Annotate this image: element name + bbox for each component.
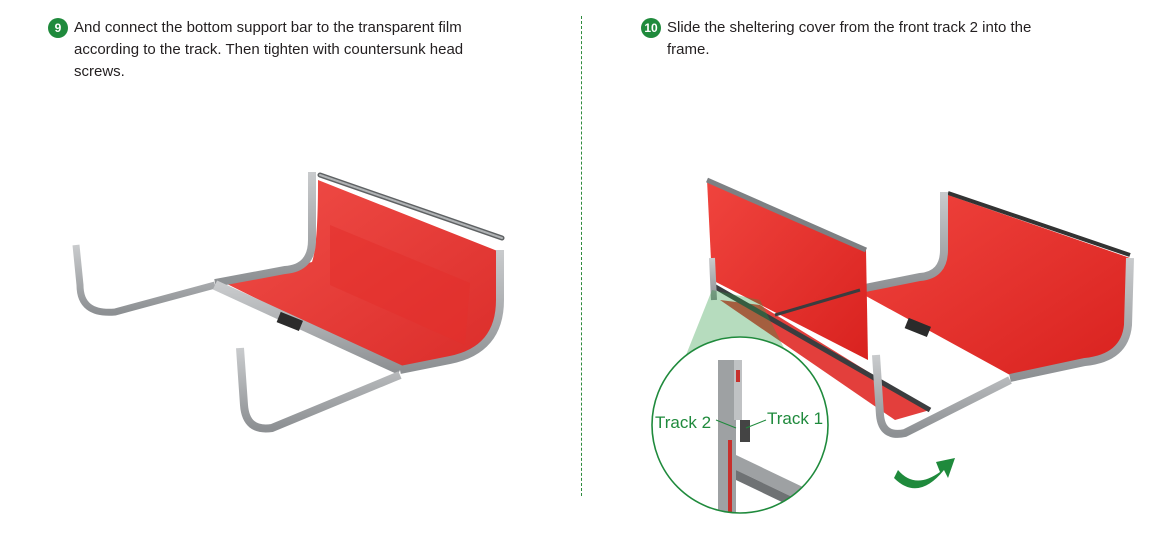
left-frame-section xyxy=(72,244,216,316)
step-text: Slide the sheltering cover from the fron… xyxy=(667,19,1032,58)
bottom-support-bar xyxy=(212,280,403,375)
back-frame-rail xyxy=(214,172,316,287)
step-9-illustration xyxy=(72,172,505,433)
track-detail-zoom xyxy=(652,337,828,513)
step-9-instruction: 9 And connect the bottom support bar to … xyxy=(48,17,518,83)
dashed-divider xyxy=(581,16,582,496)
track-2-label: Track 2 xyxy=(655,413,711,432)
slide-direction-arrow-icon xyxy=(894,458,955,489)
step-number-badge: 10 xyxy=(641,18,661,38)
front-frame-section xyxy=(236,347,402,433)
step-number-badge: 9 xyxy=(48,18,68,38)
installed-red-film xyxy=(855,195,1130,375)
step-text: And connect the bottom support bar to th… xyxy=(74,19,464,80)
track-1-label: Track 1 xyxy=(767,409,823,428)
sheltering-cover xyxy=(707,180,868,360)
step-10-instruction: 10 Slide the sheltering cover from the f… xyxy=(641,17,1041,61)
step-10-illustration: Track 2 Track 1 xyxy=(651,177,1134,514)
